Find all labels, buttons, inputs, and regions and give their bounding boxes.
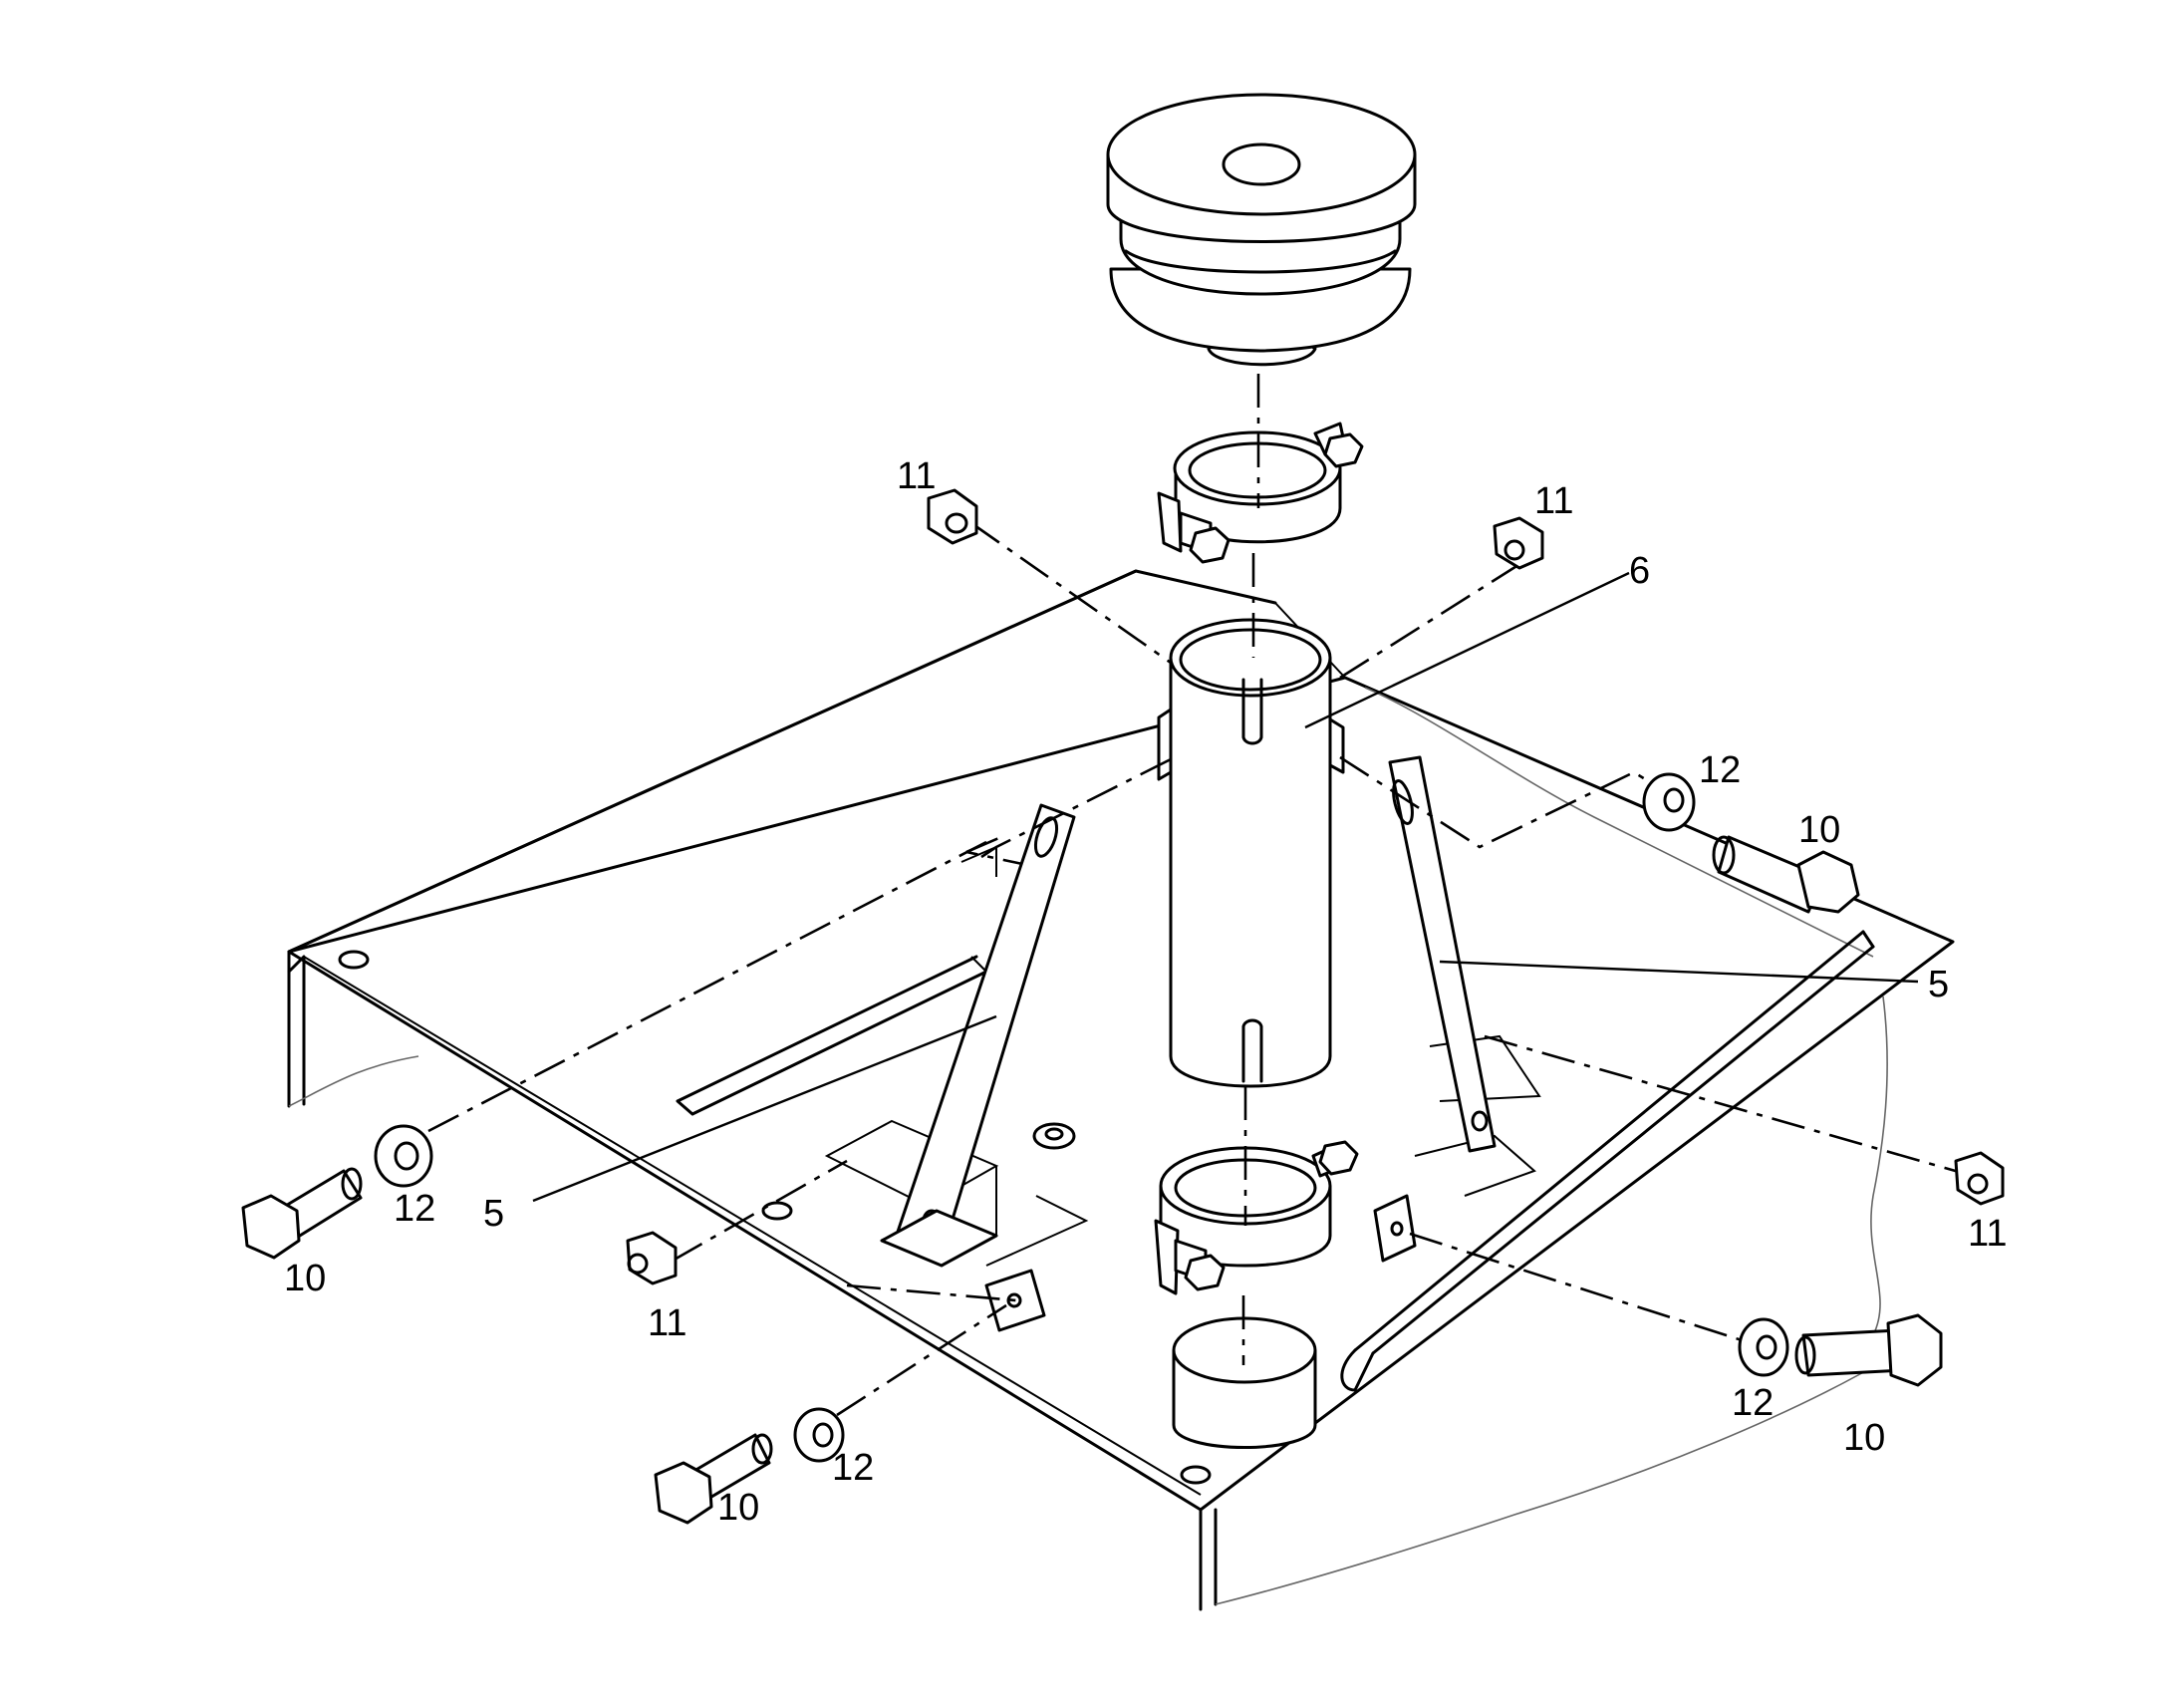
lower-cup: [1172, 1316, 1317, 1449]
nut-left-lower: [626, 1231, 678, 1285]
lower-clamp: [1154, 1140, 1359, 1295]
assembly-lines: [427, 374, 1974, 1417]
callout-bolt-right-upper: 10: [1798, 809, 1840, 851]
callout-washer-right-upper: 12: [1699, 749, 1741, 791]
spacer: [1032, 1122, 1076, 1150]
callout-washer-left: 12: [394, 1188, 435, 1230]
washer-right-upper: [1642, 772, 1696, 832]
washer-bottom-right: [1738, 1317, 1789, 1377]
callout-tube: 6: [1629, 550, 1650, 592]
callout-nut-top-right: 11: [1534, 480, 1573, 522]
leader-lines: [532, 571, 1919, 1203]
bolt-bottom-right: [1794, 1313, 1943, 1387]
bolt-left: [241, 1167, 363, 1260]
callout-nut-right: 11: [1968, 1213, 2007, 1255]
callout-labels: 11 11 6 12 10 5 11 5 12 10 11 12 10 12 1…: [284, 455, 2007, 1529]
deck-plate: [287, 569, 1955, 1611]
nut-right: [1954, 1151, 2005, 1206]
bolt-bottom-center: [654, 1433, 773, 1525]
washer-bottom-center: [793, 1407, 845, 1463]
right-strap: [1388, 755, 1497, 1153]
callout-nut-left-lower: 11: [648, 1302, 686, 1344]
left-strap: [893, 803, 1076, 1248]
pulley: [1106, 93, 1417, 367]
callout-washer-bottom-right: 12: [1732, 1382, 1774, 1424]
bolt-right-upper: [1712, 835, 1860, 914]
left-strap-plate: [880, 1166, 998, 1268]
callout-bolt-left: 10: [284, 1258, 326, 1299]
callout-strap-right: 5: [1928, 964, 1949, 1005]
locking-rod: [1340, 930, 1875, 1392]
callout-strap-left: 5: [483, 1193, 504, 1235]
washer-left: [374, 1124, 433, 1188]
callout-bolt-bottom-center: 10: [717, 1487, 759, 1529]
callout-washer-bottom-center: 12: [832, 1447, 874, 1489]
upper-clamp: [1157, 422, 1364, 564]
nut-top-right: [1493, 516, 1544, 570]
callout-nut-top-left: 11: [897, 455, 936, 497]
center-tube: [1157, 618, 1345, 1088]
nut-top-left: [927, 488, 978, 545]
small-plate-right: [1373, 1194, 1417, 1263]
callout-bolt-bottom-right: 10: [1843, 1417, 1885, 1459]
